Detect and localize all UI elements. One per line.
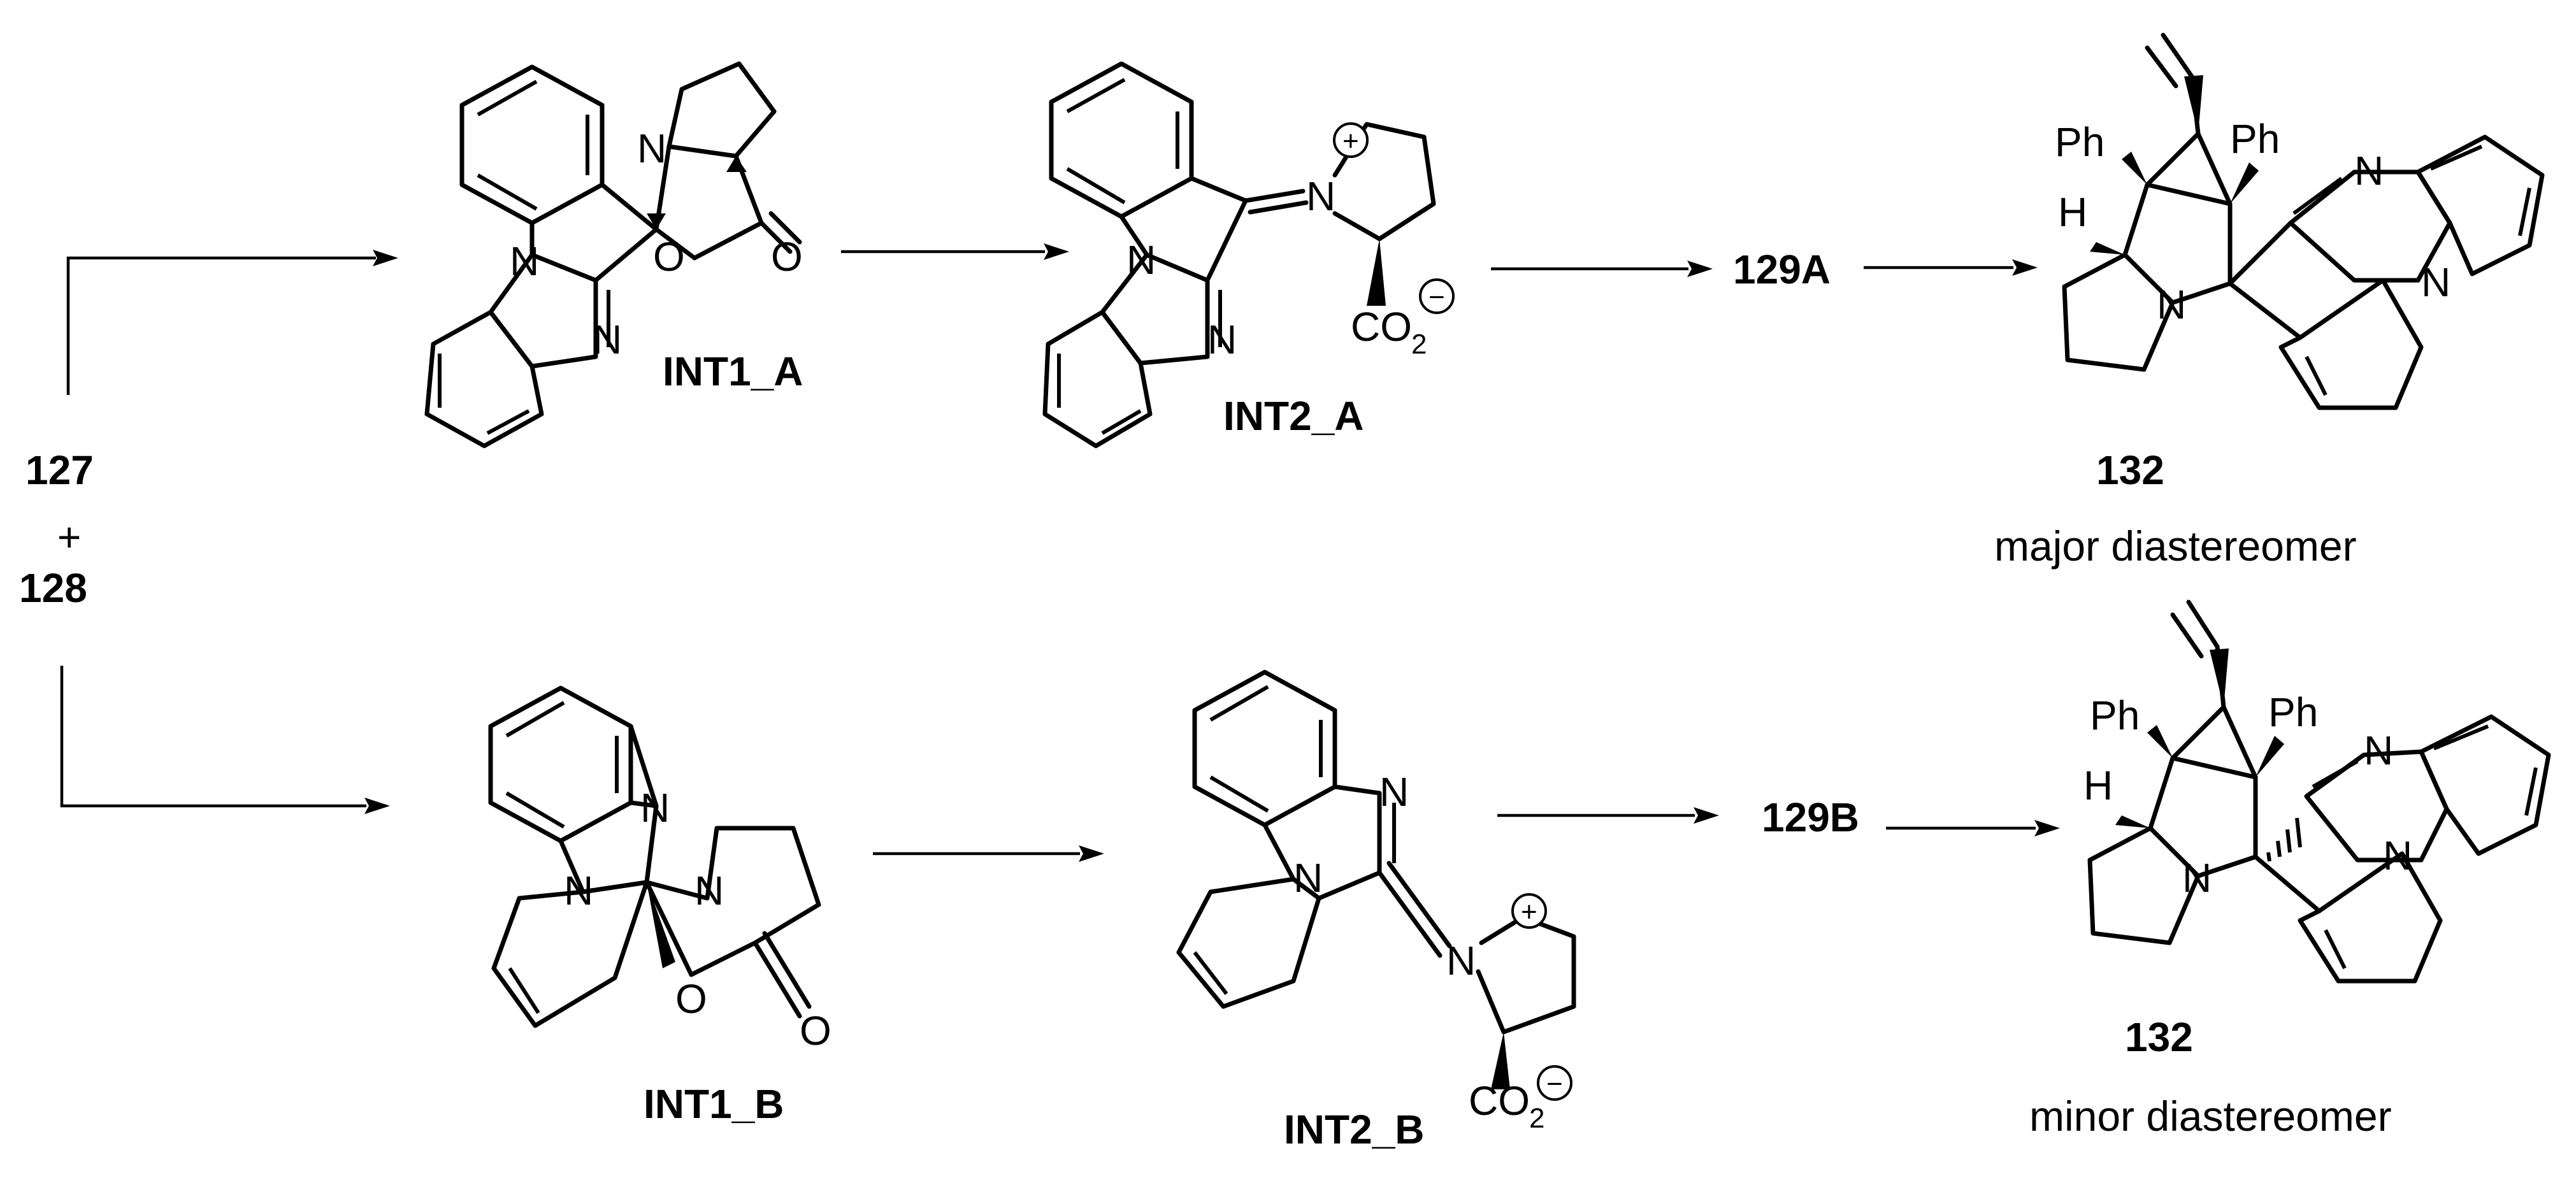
- phenyl-label: Ph: [2090, 692, 2140, 738]
- atom-n: N: [694, 868, 724, 914]
- product-132-minor-label: 132: [2125, 1014, 2193, 1060]
- arrow-int2a-129a: [1491, 261, 1713, 277]
- atom-n: N: [2157, 282, 2186, 327]
- minor-diastereomer-caption: minor diastereomer: [2029, 1093, 2392, 1140]
- atom-n: N: [2364, 728, 2393, 773]
- branch-arrow-top: [66, 250, 398, 395]
- compound-129a-label: 129A: [1733, 247, 1831, 292]
- atom-n: N: [1207, 317, 1237, 362]
- plus-charge: +: [1342, 125, 1359, 157]
- arrow-int1a-int2a: [841, 243, 1069, 260]
- plus-sign: +: [57, 514, 81, 560]
- atom-n: N: [564, 868, 593, 914]
- atom-o: O: [771, 234, 803, 280]
- minus-charge: −: [1428, 282, 1445, 313]
- compound-129b-label: 129B: [1762, 794, 1859, 840]
- carboxylate-subscript: 2: [1411, 329, 1427, 360]
- int2-a-structure: + N N N CO 2 − INT2_A: [1042, 61, 1455, 448]
- compound-127-label: 127: [25, 447, 94, 493]
- int2-b-label: INT2_B: [1284, 1107, 1425, 1152]
- atom-o: O: [800, 1008, 831, 1054]
- atom-n: N: [2383, 833, 2412, 878]
- atom-n: N: [640, 785, 670, 831]
- arrow-129a-132: [1864, 259, 2038, 276]
- atom-n: N: [2421, 259, 2450, 305]
- atom-n: N: [1379, 769, 1409, 815]
- product-132-minor-structure: Ph Ph H N N N 132 minor diastereomer: [2029, 599, 2551, 1140]
- minus-charge: −: [1546, 1068, 1563, 1100]
- int1-b-label: INT1_B: [644, 1081, 784, 1127]
- carboxylate-co: CO: [1469, 1078, 1530, 1124]
- reactant-labels: 127 + 128: [19, 447, 94, 611]
- atom-n: N: [2182, 855, 2212, 901]
- carboxylate-subscript: 2: [1529, 1103, 1544, 1134]
- int2-a-label: INT2_A: [1223, 393, 1364, 439]
- hashed-bond: [2266, 817, 2302, 862]
- branch-arrow-bottom: [60, 666, 390, 814]
- product-132-major-label: 132: [2096, 447, 2164, 493]
- arrow-int2b-129b: [1497, 807, 1719, 824]
- atom-n: N: [1126, 237, 1156, 283]
- arrow-int1b-int2b: [873, 845, 1104, 862]
- arrow-129b-132: [1886, 820, 2060, 836]
- hydrogen-label: H: [2083, 763, 2113, 808]
- atom-n: N: [593, 317, 622, 362]
- atom-n: N: [637, 125, 666, 171]
- atom-o: O: [653, 234, 685, 280]
- atom-n: N: [1446, 938, 1476, 984]
- int2-b-structure: + N N N CO 2 − INT2_B: [1176, 670, 1576, 1152]
- int1-a-structure: N N N O O INT1_A: [424, 61, 803, 448]
- plus-charge: +: [1521, 896, 1537, 928]
- carboxylate-co: CO: [1351, 304, 1412, 350]
- atom-n: N: [510, 238, 539, 284]
- product-132-major-structure: Ph Ph H N N N 132 major diastereomer: [1994, 32, 2545, 570]
- phenyl-label: Ph: [2230, 116, 2280, 162]
- atom-o: O: [675, 976, 707, 1022]
- phenyl-label: Ph: [2268, 689, 2318, 735]
- hydrogen-label: H: [2058, 189, 2087, 235]
- atom-n: N: [1293, 855, 1323, 901]
- phenyl-label: Ph: [2055, 119, 2105, 165]
- major-diastereomer-caption: major diastereomer: [1994, 522, 2357, 570]
- compound-128-label: 128: [19, 565, 87, 611]
- int1-a-label: INT1_A: [663, 348, 803, 394]
- atom-n: N: [1306, 173, 1335, 219]
- int1-b-structure: N N N O O INT1_B: [488, 685, 831, 1127]
- atom-n: N: [2354, 148, 2384, 194]
